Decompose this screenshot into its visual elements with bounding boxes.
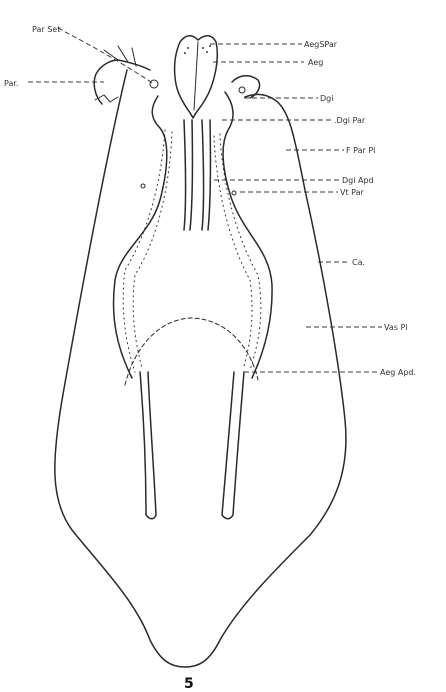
paramere-ring <box>150 80 158 88</box>
small-marker-left <box>141 184 145 188</box>
right-valve <box>223 92 272 378</box>
small-marker-right <box>232 191 236 195</box>
label-ca: Ca. <box>352 258 365 267</box>
label-aeg-apd: Aeg Apd. <box>380 368 416 377</box>
label-dgi: Dgi <box>320 94 333 103</box>
label-vt-par: Vt Par <box>340 188 365 197</box>
right-paramere <box>232 76 260 98</box>
leader-par-set <box>58 28 154 84</box>
label-aegspar: AegSPar <box>304 40 338 49</box>
label-vas-pl: Vas Pl <box>384 323 408 332</box>
right-dgi-apodeme <box>202 120 210 230</box>
left-valve <box>114 96 167 378</box>
label-dgi-par: .Dgi Par <box>334 116 366 125</box>
leader-lines <box>28 28 382 372</box>
capsule-outline <box>55 70 346 667</box>
paramere-tooth <box>95 95 118 102</box>
label-f-par-pl: F Par Pl <box>346 146 375 155</box>
left-aeg-apodeme <box>140 372 156 519</box>
left-dgi-apodeme <box>184 120 192 230</box>
figure-number: 5 <box>184 676 194 692</box>
aedeagus-midline <box>194 42 198 110</box>
label-par-set: Par Set <box>32 25 60 34</box>
internal-dome <box>125 318 258 385</box>
label-aeg: Aeg <box>308 58 323 67</box>
right-paramere-ring <box>239 87 245 93</box>
label-dgi-apd: Dgi Apd <box>342 176 374 185</box>
label-par: Par. <box>4 79 18 88</box>
right-aeg-apodeme <box>222 372 244 519</box>
